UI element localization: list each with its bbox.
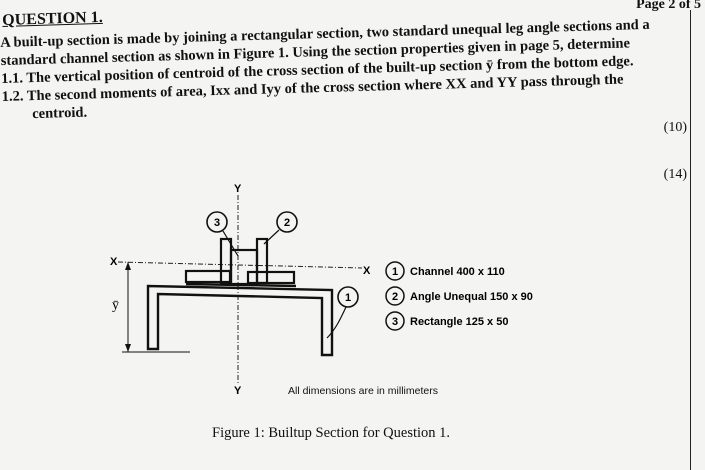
question-frame (0, 10, 691, 470)
callout-3-label: 3 (214, 217, 220, 229)
leader-3 (222, 230, 239, 257)
callout-2-circle (276, 211, 298, 233)
figure-caption: Figure 1: Builtup Section for Question 1… (212, 425, 451, 441)
page-number: Page 2 of 5 (636, 0, 701, 12)
angle-left-leg (184, 269, 232, 284)
y-axis-bottom-label: Y (234, 385, 242, 397)
leader-2 (263, 229, 280, 245)
angle-right-vertical (255, 237, 269, 285)
legend-1-text: Channel 400 x 110 (410, 266, 505, 278)
channel-section (146, 284, 334, 357)
legend-3-text: Rectangle 125 x 50 (410, 316, 508, 328)
x-axis-line (117, 261, 363, 269)
rectangle-plate (229, 248, 259, 286)
ybar-arrow-top (125, 262, 131, 270)
x-axis-left-label: X (110, 256, 118, 268)
legend-2-text: Angle Unequal 150 x 90 (410, 291, 533, 303)
legend-1-num: 1 (392, 266, 398, 278)
callout-1-circle (337, 286, 359, 308)
dimensions-note: All dimensions are in millimeters (288, 385, 438, 397)
marks-part-1: (10) (663, 120, 687, 135)
legend-3-circle (385, 311, 405, 331)
x-axis-right-label: X (363, 265, 371, 277)
channel-web-top (185, 282, 297, 288)
legend-3-num: 3 (392, 316, 398, 328)
callout-1-label: 1 (345, 292, 351, 304)
marks-part-2: (14) (663, 167, 687, 182)
callout-3-circle (206, 211, 228, 233)
leader-1 (326, 306, 347, 339)
ybar-arrow-bottom (125, 344, 131, 352)
angle-right-leg (246, 270, 296, 285)
callout-2-label: 2 (284, 217, 290, 229)
y-axis-top-label: Y (234, 183, 242, 195)
legend-2-circle (385, 286, 405, 306)
ybar-symbol: ȳ (112, 298, 119, 313)
legend-2-num: 2 (392, 291, 398, 303)
legend-1-circle (385, 261, 405, 281)
